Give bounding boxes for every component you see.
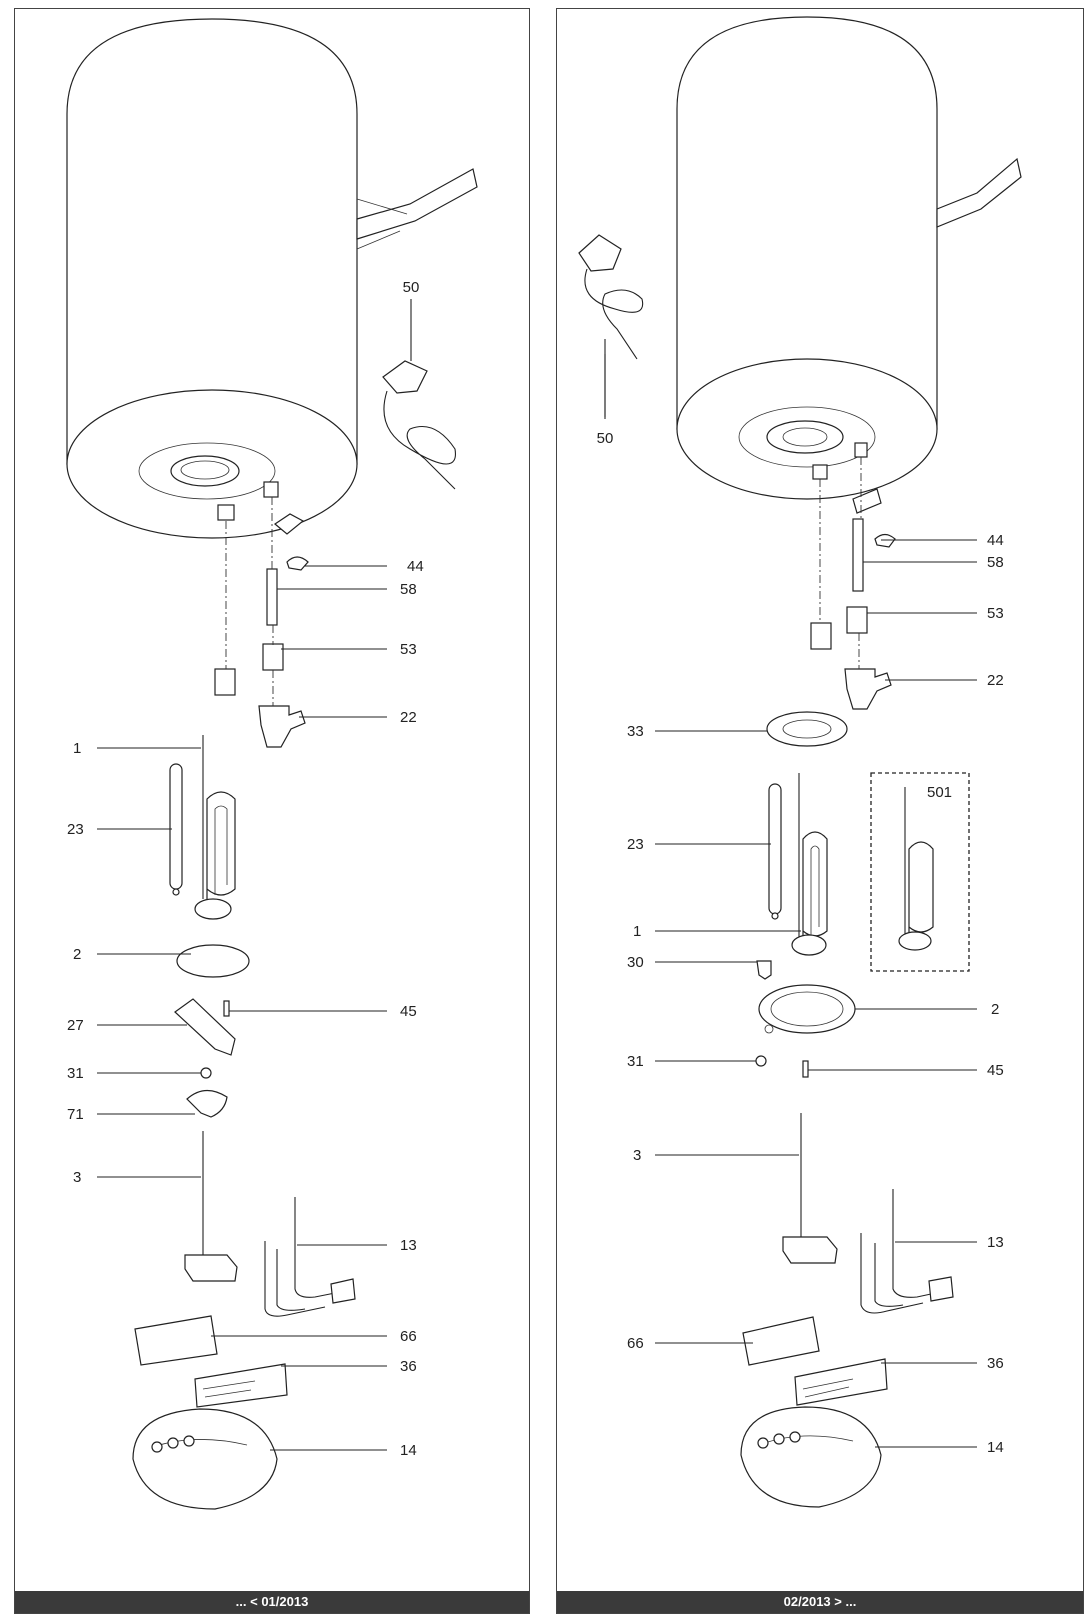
wiring-harness: [860, 1189, 954, 1314]
control-board: [134, 1315, 218, 1366]
callout-45: 45: [987, 1062, 1004, 1079]
screw: [223, 1000, 230, 1017]
callout-3: 3: [73, 1169, 81, 1186]
callout-2: 2: [73, 946, 81, 963]
right-diagram-drawing: 50 44 58 53 22 33 501 23 1 30 2 31 45 3 …: [578, 16, 1022, 1508]
callout-50: 50: [597, 430, 614, 447]
alternative-heating-element-box: [870, 772, 970, 972]
wall-bracket: [356, 168, 478, 250]
rating-label: [794, 1358, 888, 1406]
callout-13: 13: [400, 1237, 417, 1254]
thermostat: [184, 1131, 238, 1282]
callout-14: 14: [400, 1442, 417, 1459]
callout-71: 71: [67, 1106, 84, 1123]
screw: [802, 1060, 809, 1078]
panel-footer-date-range: ... < 01/2013: [15, 1591, 529, 1613]
bottom-cover: [132, 1408, 278, 1510]
power-cord: [382, 360, 456, 490]
callout-44: 44: [987, 532, 1004, 549]
flange-gasket: [176, 944, 250, 978]
callout-53: 53: [400, 641, 417, 658]
callout-31: 31: [67, 1065, 84, 1082]
exploded-view-panel-before-2013: 50 44 58 53 22 1 23 2 27 45 31 71 3 13 6…: [14, 8, 530, 1614]
callout-33: 33: [627, 723, 644, 740]
callout-14: 14: [987, 1439, 1004, 1456]
callout-30: 30: [627, 954, 644, 971]
callout-1: 1: [633, 923, 641, 940]
power-cord: [578, 234, 644, 419]
nut: [755, 1055, 767, 1067]
callout-13: 13: [987, 1234, 1004, 1251]
callout-45: 45: [400, 1003, 417, 1020]
callout-22: 22: [987, 672, 1004, 689]
wiring-harness: [264, 1197, 356, 1317]
panel-footer-date-range: 02/2013 > ...: [557, 1591, 1083, 1613]
flange-plate: [758, 984, 856, 1034]
thermostat: [782, 1113, 838, 1264]
left-diagram-drawing: 50 44 58 53 22 1 23 2 27 45 31 71 3 13 6…: [66, 18, 478, 1510]
callout-50: 50: [403, 279, 420, 296]
callout-66: 66: [627, 1335, 644, 1352]
rating-label: [194, 1363, 288, 1408]
callout-44: 44: [407, 558, 424, 575]
callout-58: 58: [400, 581, 417, 598]
gasket-ring: [766, 711, 848, 747]
heating-element: [169, 735, 236, 920]
callout-31: 31: [627, 1053, 644, 1070]
wall-bracket: [936, 157, 1022, 228]
callout-1: 1: [73, 740, 81, 757]
callout-3: 3: [633, 1147, 641, 1164]
callout-2: 2: [991, 1001, 999, 1018]
callout-27: 27: [67, 1017, 84, 1034]
callout-36: 36: [400, 1358, 417, 1375]
callout-53: 53: [987, 605, 1004, 622]
water-heater-tank: [676, 16, 938, 500]
bottom-cover: [740, 1406, 882, 1508]
mounting-bracket: [174, 998, 236, 1056]
callout-66: 66: [400, 1328, 417, 1345]
control-board: [742, 1316, 820, 1366]
callout-501: 501: [927, 784, 952, 801]
anode-screw: [756, 960, 772, 980]
callout-58: 58: [987, 554, 1004, 571]
small-parts-stack: [214, 497, 309, 748]
exploded-view-panel-after-2013: 50 44 58 53 22 33 501 23 1 30 2 31 45 3 …: [556, 8, 1084, 1614]
callout-leader-lines: [97, 299, 412, 1451]
callout-23: 23: [627, 836, 644, 853]
callout-36: 36: [987, 1355, 1004, 1372]
nut: [200, 1067, 212, 1079]
heating-element: [768, 773, 828, 956]
thermostat-holder: [186, 1089, 228, 1118]
callout-23: 23: [67, 821, 84, 838]
callout-22: 22: [400, 709, 417, 726]
small-parts-stack: [810, 457, 896, 710]
callout-leader-lines: [604, 354, 977, 1448]
water-heater-tank: [66, 18, 358, 539]
